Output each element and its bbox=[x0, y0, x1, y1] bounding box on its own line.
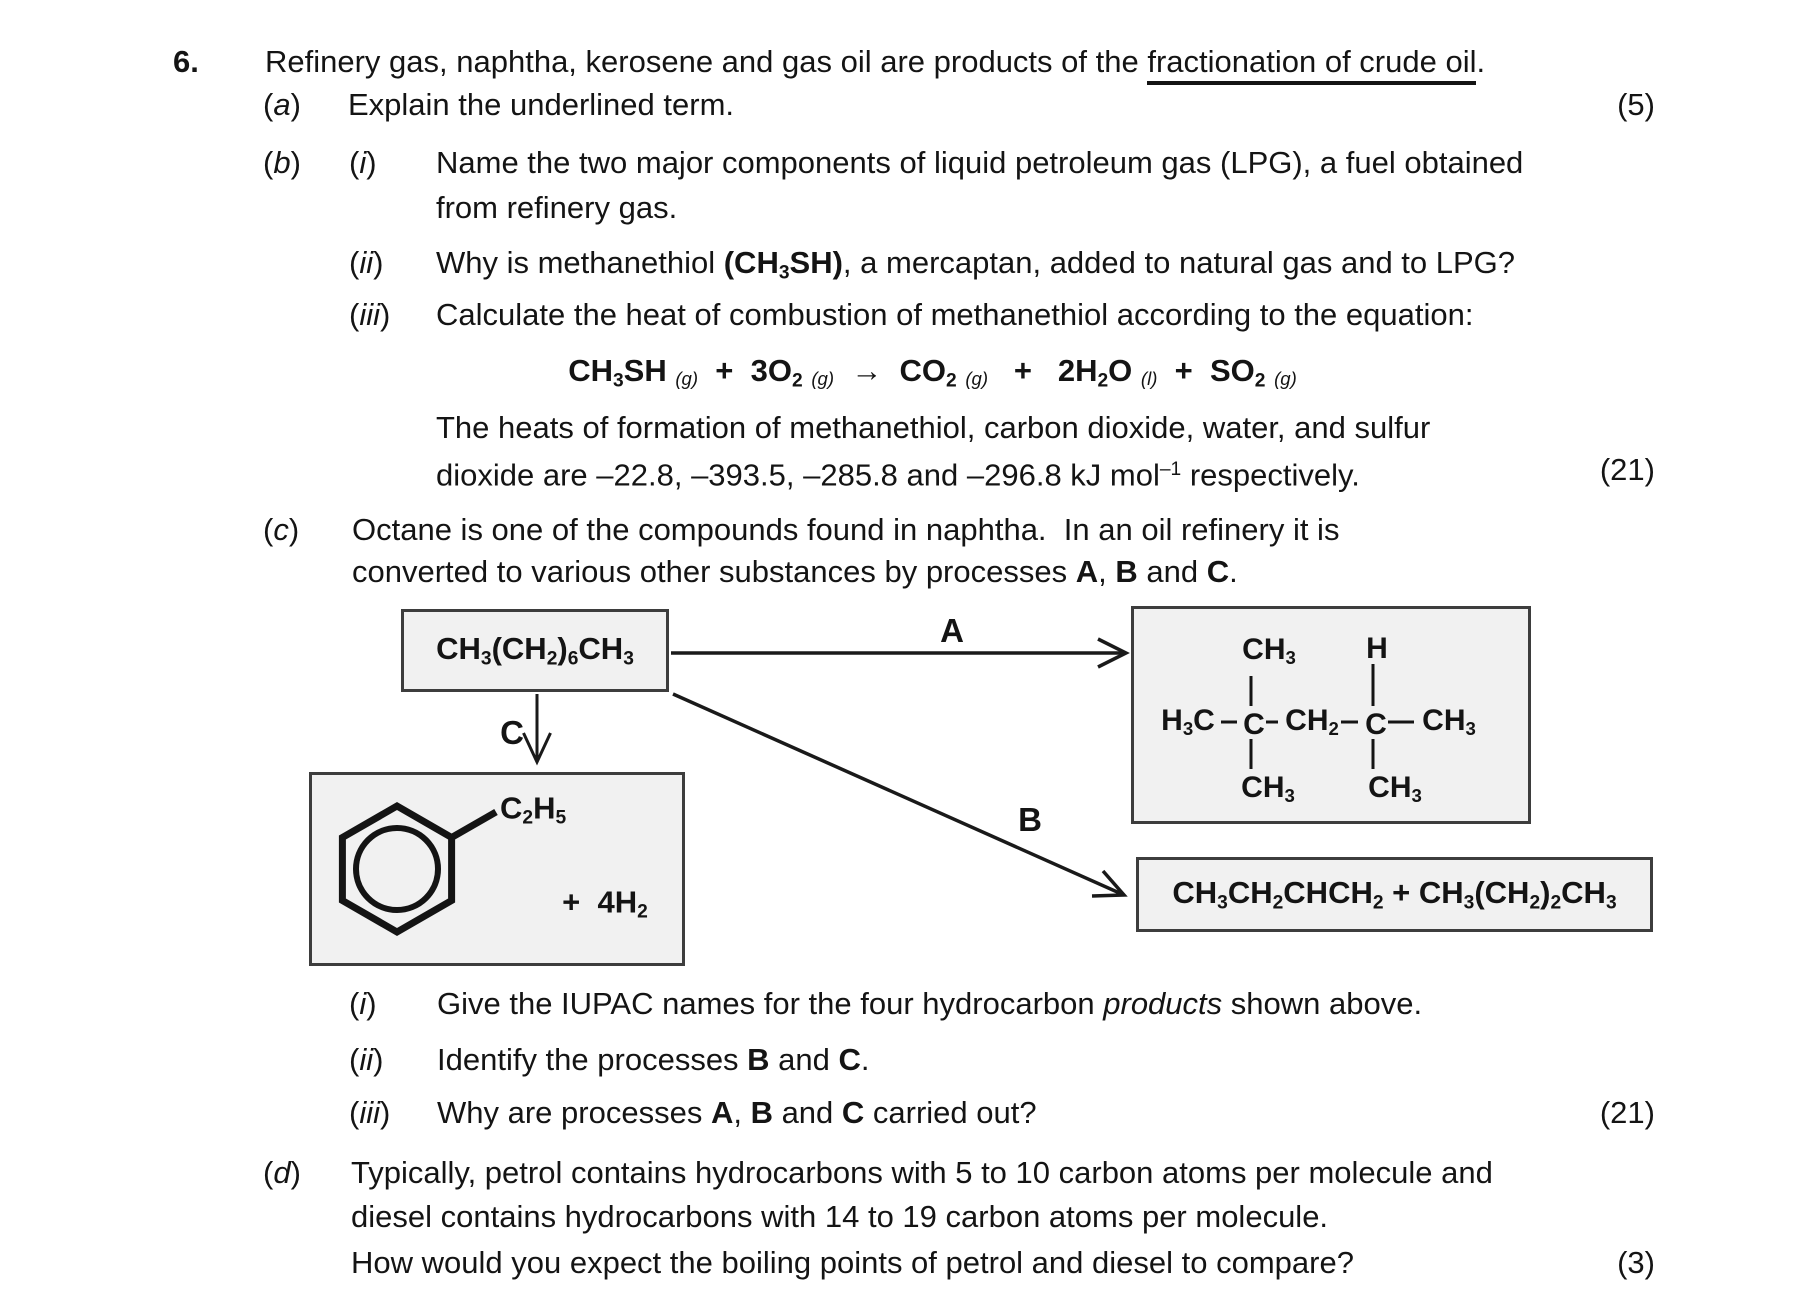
part-c-i-label: (i) bbox=[349, 986, 377, 1021]
product-c-box: C2H5 + 4H2 bbox=[309, 772, 685, 966]
part-b-label: (b) bbox=[263, 145, 301, 180]
part-a-text: Explain the underlined term. bbox=[348, 87, 735, 122]
process-b-label: B bbox=[1018, 801, 1042, 838]
atom-bottom-ch3-right: CH3 bbox=[1368, 770, 1422, 807]
octane-formula: CH3(CH2)6CH3 bbox=[436, 630, 634, 670]
plus-4h2-label: + 4H2 bbox=[562, 884, 648, 923]
part-c-iii-label: (iii) bbox=[349, 1095, 391, 1130]
part-a-marks: (5) bbox=[1617, 87, 1655, 122]
part-b-i-label: (i) bbox=[349, 145, 377, 180]
part-d-text-line1: Typically, petrol contains hydrocarbons … bbox=[351, 1155, 1493, 1190]
atom-right-ch3: CH3 bbox=[1422, 703, 1476, 740]
part-c-iii-text: Why are processes A, B and C carried out… bbox=[437, 1095, 1037, 1130]
arrow-a-head bbox=[1097, 637, 1130, 669]
product-a-box: CH3 H H3C C CH2 C CH3 CH3 CH3 bbox=[1131, 606, 1531, 824]
atom-top-ch3: CH3 bbox=[1242, 632, 1296, 669]
part-c-label: (c) bbox=[263, 512, 300, 547]
heats-of-formation-line2: dioxide are –22.8, –393.5, –285.8 and –2… bbox=[436, 457, 1360, 493]
heats-of-formation-line1: The heats of formation of methanethiol, … bbox=[436, 410, 1431, 445]
part-d-label: (d) bbox=[263, 1155, 301, 1190]
part-c-text-line2: converted to various other substances by… bbox=[352, 554, 1238, 589]
part-c-i-text: Give the IUPAC names for the four hydroc… bbox=[437, 986, 1423, 1021]
atom-ch2: CH2 bbox=[1285, 703, 1339, 740]
part-d-text-line2: diesel contains hydrocarbons with 14 to … bbox=[351, 1199, 1329, 1234]
question-intro: Refinery gas, naphtha, kerosene and gas … bbox=[265, 40, 1485, 85]
question-number: 6. bbox=[173, 44, 199, 79]
process-a-label: A bbox=[940, 612, 964, 649]
part-a-label: (a) bbox=[263, 87, 301, 122]
part-b-marks: (21) bbox=[1599, 452, 1655, 487]
part-d-marks: (3) bbox=[1617, 1245, 1655, 1280]
part-c-text-line1: Octane is one of the compounds found in … bbox=[352, 512, 1340, 547]
arrow-b-shaft bbox=[672, 692, 1125, 897]
octane-reactant-box: CH3(CH2)6CH3 bbox=[401, 609, 669, 692]
part-b-ii-label: (ii) bbox=[349, 245, 384, 280]
part-d-text-line3: How would you expect the boiling points … bbox=[351, 1245, 1354, 1280]
part-c-marks: (21) bbox=[1599, 1095, 1655, 1130]
atom-bottom-ch3-left: CH3 bbox=[1241, 770, 1295, 807]
atom-h3c: H3C bbox=[1161, 703, 1215, 740]
arrow-b-head bbox=[1091, 869, 1128, 898]
ethyl-group-label: C2H5 bbox=[500, 790, 567, 829]
part-c-ii-text: Identify the processes B and C. bbox=[437, 1042, 870, 1077]
part-b-i-text-line1: Name the two major components of liquid … bbox=[436, 145, 1524, 180]
part-b-i-text-line2: from refinery gas. bbox=[436, 190, 678, 225]
part-c-ii-label: (ii) bbox=[349, 1042, 384, 1077]
part-b-iii-label: (iii) bbox=[349, 297, 391, 332]
part-b-iii-text: Calculate the heat of combustion of meth… bbox=[436, 297, 1474, 332]
product-b-box: CH3CH2CHCH2 + CH3(CH2)2CH3 bbox=[1136, 857, 1653, 932]
atom-c-tertiary: C bbox=[1365, 708, 1387, 741]
butene-butane-formula: CH3CH2CHCH2 + CH3(CH2)2CH3 bbox=[1172, 874, 1617, 914]
atom-top-h: H bbox=[1366, 632, 1388, 665]
part-b-ii-text: Why is methanethiol (CH3SH), a mercaptan… bbox=[436, 245, 1516, 284]
combustion-equation: CH3SH (g) + 3O2 (g) → CO2 (g) + 2H2O (l)… bbox=[568, 353, 1297, 392]
process-c-label: C bbox=[500, 714, 524, 751]
arrow-c-head bbox=[522, 732, 552, 766]
atom-c-quaternary: C bbox=[1243, 708, 1265, 741]
